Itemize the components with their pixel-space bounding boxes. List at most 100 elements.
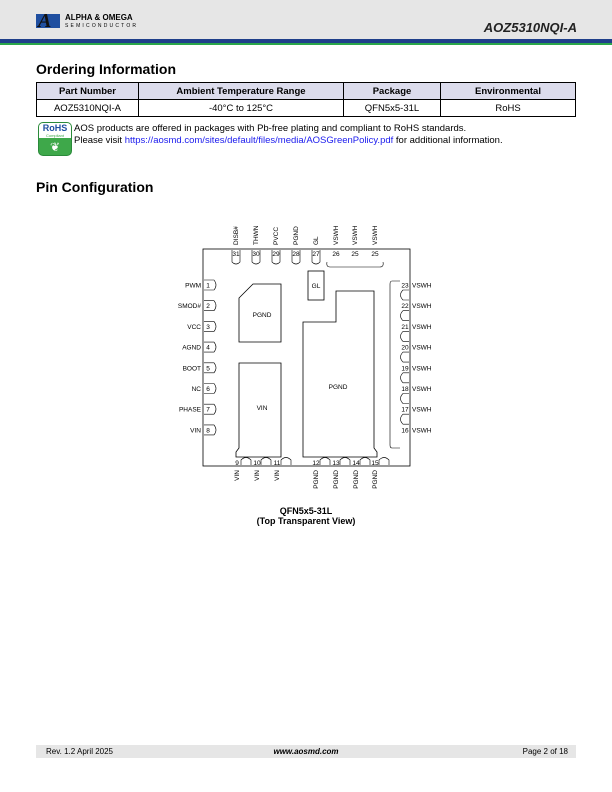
- pin-pad: [400, 289, 409, 301]
- pin-name: VSWH: [412, 303, 432, 310]
- gl-pad: [307, 270, 325, 301]
- cell-part-number: AOZ5310NQI-A: [36, 99, 139, 117]
- pin-name: PGND: [353, 470, 360, 489]
- pin-number: 25: [371, 251, 379, 258]
- pin-number: 7: [206, 407, 210, 414]
- ordering-table: Part Number Ambient Temperature Range Pa…: [36, 82, 576, 117]
- pin-name: PGND: [293, 226, 300, 245]
- pin-pad: [400, 351, 409, 363]
- pin-name: NC: [192, 386, 202, 393]
- pgnd-large-pad: [302, 290, 378, 458]
- col-header: Package: [343, 82, 441, 100]
- pin-number: 23: [401, 283, 409, 290]
- pin-name: AGND: [182, 345, 201, 352]
- pin-pad: [231, 250, 241, 265]
- pin-pad: [400, 413, 409, 425]
- pin-name: VSWH: [412, 386, 432, 393]
- pin-name: VSWH: [372, 225, 379, 245]
- pgnd-large-label: PGND: [329, 384, 348, 391]
- pin-name: VIN: [254, 470, 261, 481]
- pin-name: VSWH: [412, 283, 432, 290]
- pin-pad: [204, 279, 217, 291]
- cell-environmental: RoHS: [440, 99, 576, 117]
- rohs-badge-sub: Compliant: [39, 133, 71, 138]
- pin-name: VSWH: [412, 407, 432, 414]
- vin-pad-label: VIN: [257, 405, 268, 412]
- pin-number: 6: [206, 386, 210, 393]
- pin-name: PGND: [313, 470, 320, 489]
- pin-name: VSWH: [412, 365, 432, 372]
- pin-number: 13: [332, 460, 340, 467]
- green-policy-link[interactable]: https://aosmd.com/sites/default/files/me…: [124, 135, 394, 146]
- pin-diagram: PGND VIN GL PGND 31DISB#30THWN29PVCC28PG…: [178, 225, 432, 489]
- table-row: AOZ5310NQI-A -40°C to 125°C QFN5x5-31L R…: [36, 99, 576, 117]
- pin-number: 29: [272, 251, 280, 258]
- pin-name: VSWH: [412, 427, 432, 434]
- pin-pad: [204, 341, 217, 353]
- pin-pad: [271, 250, 281, 265]
- pin-pad: [359, 457, 371, 465]
- pin-pad: [400, 393, 409, 404]
- pin-name: PVCC: [273, 227, 280, 245]
- pin-number: 26: [332, 251, 340, 258]
- pin-pad: [400, 310, 409, 321]
- pin-config-heading: Pin Configuration: [36, 179, 154, 195]
- pin-name: SMOD#: [178, 303, 202, 310]
- pin-pad: [204, 300, 217, 311]
- pin-number: 2: [206, 303, 210, 310]
- pin-pad: [311, 250, 321, 265]
- pin-number: 4: [206, 345, 210, 352]
- pgnd-small-pad: [238, 283, 282, 343]
- pin-number: 14: [352, 460, 360, 467]
- vswh-top-pad: [326, 261, 384, 268]
- pin-name: PGND: [333, 470, 340, 489]
- pin-pad: [204, 403, 217, 415]
- pin-number: 8: [206, 427, 210, 434]
- pin-number: 11: [274, 460, 281, 467]
- logo-glyph: A: [38, 10, 52, 32]
- company-logo-icon: [36, 14, 60, 28]
- table-header-row: Part Number Ambient Temperature Range Pa…: [36, 82, 576, 100]
- pin-number: 17: [401, 407, 409, 414]
- pin-number: 5: [206, 365, 210, 372]
- pin-number: 9: [235, 460, 239, 467]
- document-title: AOZ5310NQI-A: [483, 20, 577, 35]
- pin-pad: [251, 250, 261, 265]
- pin-pad: [400, 372, 409, 384]
- pin-pad: [280, 457, 292, 465]
- rohs-note: AOS products are offered in packages wit…: [74, 123, 503, 147]
- pin-number: 12: [312, 460, 320, 467]
- pin-name: PWM: [185, 283, 201, 290]
- pin-number: 31: [232, 251, 240, 258]
- page-header: [0, 0, 612, 39]
- pin-number: 28: [292, 251, 300, 258]
- pin-name: THWN: [253, 225, 260, 245]
- pin-name: VSWH: [412, 324, 432, 331]
- rohs-line1: AOS products are offered in packages wit…: [74, 123, 467, 134]
- pin-number: 20: [401, 345, 409, 352]
- pin-pad: [400, 331, 409, 342]
- pin-number: 27: [312, 251, 320, 258]
- pin-number: 22: [401, 303, 409, 310]
- pin-number: 10: [253, 460, 261, 467]
- pin-name: VSWH: [333, 225, 340, 245]
- page-number: Page 2 of 18: [522, 747, 568, 756]
- pin-name: GL: [313, 236, 320, 245]
- pin-pad: [319, 457, 331, 465]
- pin-name: VIN: [234, 470, 241, 481]
- pin-number: 25: [351, 251, 359, 258]
- revision-text: Rev. 1.2 April 2025: [46, 747, 114, 756]
- pin-name: PHASE: [179, 407, 202, 414]
- view-caption: (Top Transparent View): [256, 516, 356, 526]
- pin-number: 15: [371, 460, 379, 467]
- header-divider-green: [0, 43, 612, 45]
- rohs-badge-text: RoHS: [39, 123, 71, 133]
- vin-pad: [235, 362, 282, 458]
- rohs-line2-pre: Please visit: [74, 135, 125, 146]
- page-footer: Rev. 1.2 April 2025 www.aosmd.com Page 2…: [36, 745, 576, 758]
- col-header: Ambient Temperature Range: [138, 82, 344, 100]
- pin-pad: [204, 362, 217, 374]
- package-caption: QFN5x5-31L: [279, 506, 333, 516]
- pin-name: VSWH: [352, 225, 359, 245]
- pin-number: 19: [401, 365, 409, 372]
